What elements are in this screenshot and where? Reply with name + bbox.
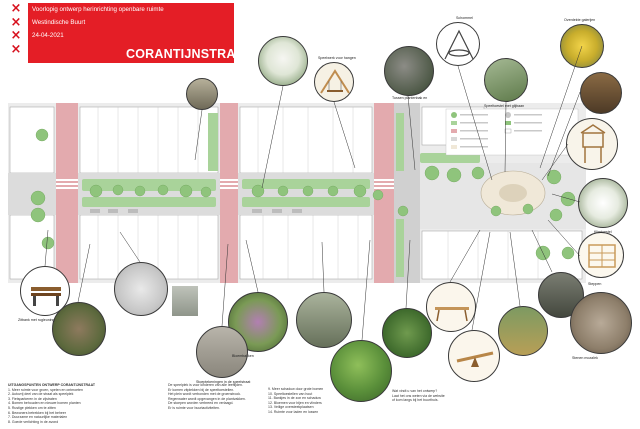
x-mark-icon: × bbox=[10, 28, 22, 43]
chalk-drawing-photo bbox=[196, 326, 248, 378]
note-item: 14. Ruimte voor laden en lossen bbox=[268, 409, 319, 414]
caption-chalk: Stoeptekeningen in de speelstraat bbox=[196, 380, 251, 384]
slide-photo bbox=[484, 58, 528, 102]
note-item: 5. Rustige plekken om te zitten bbox=[8, 405, 56, 410]
caption-play: Speeltoestel met glijbaan bbox=[484, 104, 525, 108]
note-item: De speelplek is voor kinderen van alle l… bbox=[168, 383, 243, 387]
note-item: Laat het ons weten via de website bbox=[392, 393, 445, 398]
big-tree-photo bbox=[330, 340, 392, 402]
note-item: 4. Bomen behouden en nieuwe bomen plante… bbox=[8, 401, 81, 406]
treehouse-sketch bbox=[566, 118, 618, 170]
trees bbox=[30, 128, 576, 261]
notes-column-1: UITGANGSPUNTEN ONTWERP CORANTIJNSTRAAT 1… bbox=[8, 383, 158, 424]
note-item: Wat vindt u van het ontwerp? bbox=[392, 389, 438, 393]
notes-column-3: 9. Meer schaduw door grote bomen 10. Spe… bbox=[268, 387, 388, 415]
design-notes: UITGANGSPUNTEN ONTWERP CORANTIJNSTRAAT 1… bbox=[8, 383, 628, 427]
x-mark-icon: × bbox=[10, 1, 22, 16]
note-item: 13. Veilige oversteekplaatsen bbox=[268, 405, 314, 410]
caption-gym: Steppen bbox=[588, 282, 602, 286]
caption-dino: Speelwerk voor hangen bbox=[318, 56, 356, 60]
bollard-photo bbox=[172, 286, 198, 316]
bench-sketch bbox=[20, 266, 70, 316]
bike-rack-photo bbox=[114, 262, 168, 316]
note-item: 10. Speeltoestellen van hout bbox=[268, 391, 313, 396]
wooden-play-photo bbox=[580, 72, 622, 114]
swing-nest-photo bbox=[436, 22, 480, 66]
legend-items bbox=[451, 112, 542, 149]
note-item: 3. Fietsparkeren in de zijstraten bbox=[8, 396, 57, 401]
raised-bed-photo bbox=[296, 292, 352, 348]
blossom-tree-photo bbox=[578, 178, 628, 228]
note-item: 1. Meer ruimte voor groen, spelen en ont… bbox=[8, 387, 83, 392]
bike-lane bbox=[56, 103, 78, 283]
caption-bench: Zitbank met rugleuning bbox=[18, 318, 55, 322]
note-item: 12. Bloemen voor bijen en vlinders bbox=[268, 400, 322, 405]
note-item: Er is ruimte voor buurtactiviteiten. bbox=[168, 405, 220, 410]
banner-line-2: Westindische Buurt bbox=[32, 19, 86, 26]
tree-photo bbox=[382, 308, 432, 358]
notes-column-4: Wat vindt u van het ontwerp? Laat het on… bbox=[392, 389, 492, 403]
facade-garden-photo bbox=[52, 302, 106, 356]
note-item: 11. Bankjes in de zon en schaduw bbox=[268, 396, 321, 401]
note-item: Het plein wordt verbonden met de groenst… bbox=[168, 392, 241, 397]
note-item: Er komen zitplekken bij de speeltoestell… bbox=[168, 387, 235, 392]
caption-gallery: Overdekte galerijen bbox=[564, 18, 596, 22]
note-item: 2. Autovrij deel van de straat als speel… bbox=[8, 392, 74, 397]
crosswalk-marks bbox=[56, 179, 394, 189]
notes-column-2: De speelplek is voor kinderen van alle l… bbox=[168, 383, 318, 411]
blossom-tree-photo bbox=[258, 36, 308, 86]
caption-planter: Bloembakken bbox=[232, 354, 254, 358]
stone-wall-photo bbox=[538, 272, 584, 318]
caption-cobble: Stenen mozaïek bbox=[572, 356, 598, 360]
title-banner: Voorlopig ontwerp herinrichting openbare… bbox=[28, 3, 251, 63]
street-name: CORANTIJNSTRAAT bbox=[126, 47, 252, 61]
note-item: De stoepen worden verbreed en verlaagd. bbox=[168, 401, 234, 406]
swing-sketch bbox=[314, 62, 354, 102]
banner-line-1: Voorlopig ontwerp herinrichting openbare… bbox=[32, 6, 164, 13]
caption-swing: Schommel bbox=[456, 16, 473, 20]
balance-beam-sketch bbox=[426, 282, 476, 332]
banner-line-3: 24-04-2021 bbox=[32, 32, 64, 39]
notes-heading: UITGANGSPUNTEN ONTWERP CORANTIJNSTRAAT bbox=[8, 383, 95, 387]
green-strips bbox=[82, 113, 480, 277]
plaza-photo bbox=[384, 46, 434, 96]
site-plan bbox=[8, 103, 586, 283]
bike-lane bbox=[220, 103, 238, 283]
x-mark-icon: × bbox=[10, 41, 22, 57]
amsterdam-logo: × × × × bbox=[8, 2, 24, 56]
street-photo bbox=[186, 78, 218, 110]
note-item: 6. Bewoners betrekken bij het beheer bbox=[8, 410, 66, 415]
x-mark-icon: × bbox=[10, 14, 22, 30]
note-item: 9. Meer schaduw door grote bomen bbox=[268, 387, 324, 391]
note-item: 8. Goede verlichting in de avond bbox=[8, 419, 59, 424]
note-item: 7. Duurzame en natuurlijke materialen bbox=[8, 415, 68, 420]
play-area-center bbox=[499, 184, 527, 202]
bike-lane bbox=[374, 103, 394, 283]
seesaw-sketch bbox=[448, 330, 500, 382]
climbing-frame-sketch bbox=[578, 232, 624, 278]
note-item: Regenwater wordt opgevangen in de plantv… bbox=[168, 396, 246, 401]
log-pile-photo bbox=[570, 292, 632, 354]
caption-slide: Klimtoestel bbox=[594, 230, 612, 234]
caption-tree: Tussen plantenbak en bbox=[392, 96, 428, 100]
parking-spots bbox=[90, 209, 302, 213]
planters-photo bbox=[498, 306, 548, 356]
note-item: of kom langs bij het buurthuis. bbox=[392, 398, 439, 403]
